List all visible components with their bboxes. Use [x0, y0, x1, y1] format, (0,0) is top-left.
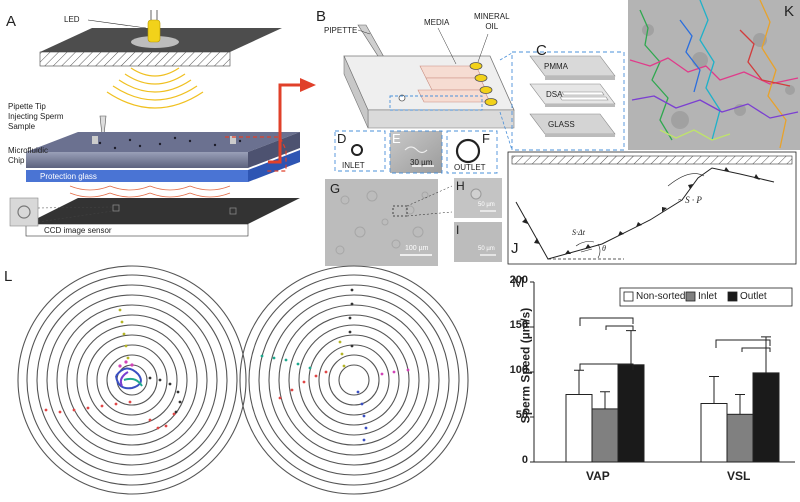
pipette-label: PIPETTE	[324, 26, 358, 35]
panel-h-scalebar-label: 50 µm	[478, 202, 495, 208]
error-bar	[735, 394, 745, 415]
chart-bars	[565, 330, 780, 463]
bar-inlet-vsl	[726, 413, 754, 463]
panel-l-left-bullseye	[17, 265, 247, 495]
bar-outlet-vap	[617, 364, 645, 463]
panel-label-l: L	[4, 268, 13, 285]
panel-l-left-tracks	[44, 308, 182, 430]
microfluidic-chip-label: Microfluidic Chip	[8, 146, 49, 165]
panel-label-d: D	[337, 131, 347, 146]
panel-h-micrograph	[454, 178, 502, 218]
panel-label-c: C	[536, 42, 547, 59]
chart-legend	[619, 287, 793, 307]
bar-outlet-vsl	[752, 372, 780, 463]
protection-glass-label: Protection glass	[40, 172, 97, 181]
panel-g-micrograph	[325, 179, 453, 266]
s-delta-t-label: S·Δt	[572, 228, 585, 237]
panel-b-chip	[343, 24, 515, 151]
media-label: MEDIA	[424, 18, 450, 27]
legend-non-sorted: Non-sorted	[636, 291, 686, 302]
legend-outlet: Outlet	[740, 291, 767, 302]
glass-label: GLASS	[548, 120, 575, 129]
panel-m-chart	[530, 281, 795, 463]
panel-label-m: M	[512, 274, 525, 291]
y-tick-label: 100	[509, 364, 528, 376]
panel-label-i: I	[456, 223, 460, 237]
panel-i-scalebar-label: 50 µm	[478, 246, 495, 252]
y-tick-label: 50	[515, 409, 528, 421]
error-bar	[761, 336, 771, 373]
panel-l-right-bullseye	[239, 265, 469, 495]
y-tick-label: 150	[509, 319, 528, 331]
panel-f-outlet	[446, 130, 498, 174]
panel-label-k: K	[784, 3, 795, 20]
bar-inlet-vap	[591, 408, 619, 463]
inlet-label: INLET	[342, 161, 365, 170]
panel-j-trajectory	[507, 151, 797, 265]
error-bar	[600, 391, 610, 409]
theta-label: θ	[602, 244, 606, 253]
bar-non-sorted-vsl	[700, 403, 728, 463]
panel-label-a: A	[6, 13, 17, 30]
panel-l-right-tracks	[260, 288, 410, 442]
legend-inlet: Inlet	[698, 291, 717, 302]
led-label: LED	[64, 15, 80, 24]
error-bar	[574, 369, 584, 395]
panel-a-schematic	[9, 10, 300, 237]
panel-e-scalebar-label: 30 µm	[410, 158, 433, 167]
x-tick-vap: VAP	[586, 469, 610, 483]
x-tick-vsl: VSL	[727, 469, 751, 483]
error-bar	[626, 330, 636, 365]
error-bar	[709, 376, 719, 404]
panel-g-scalebar-label: 100 µm	[405, 245, 429, 252]
panel-label-e: E	[392, 131, 401, 146]
significance-brackets	[579, 317, 771, 370]
panel-e-micrograph	[389, 130, 443, 174]
y-tick-label: 200	[509, 274, 528, 286]
pmma-label: PMMA	[544, 62, 568, 71]
dsa-label: DSA	[546, 90, 563, 99]
panel-label-f: F	[482, 131, 490, 146]
panel-c-layers	[511, 51, 625, 151]
panel-i-micrograph	[454, 222, 502, 262]
s-p-label: ~ S · P	[678, 195, 702, 205]
pipette-tip-label: Pipette Tip Injecting Sperm Sample	[8, 102, 64, 131]
y-tick-label: 0	[521, 454, 528, 466]
ccd-sensor-label: CCD image sensor	[44, 226, 112, 235]
panel-label-h: H	[456, 179, 465, 193]
panel-label-b: B	[316, 8, 327, 25]
red-arrow-icon	[268, 83, 302, 164]
panel-k-tracks-image	[628, 0, 800, 150]
panel-label-g: G	[330, 181, 341, 196]
panel-label-j: J	[511, 240, 519, 257]
outlet-label: OUTLET	[454, 163, 486, 172]
panel-d-inlet	[334, 130, 386, 172]
mineral-oil-label: MINERAL OIL	[474, 12, 510, 31]
bar-non-sorted-vap	[565, 394, 593, 463]
